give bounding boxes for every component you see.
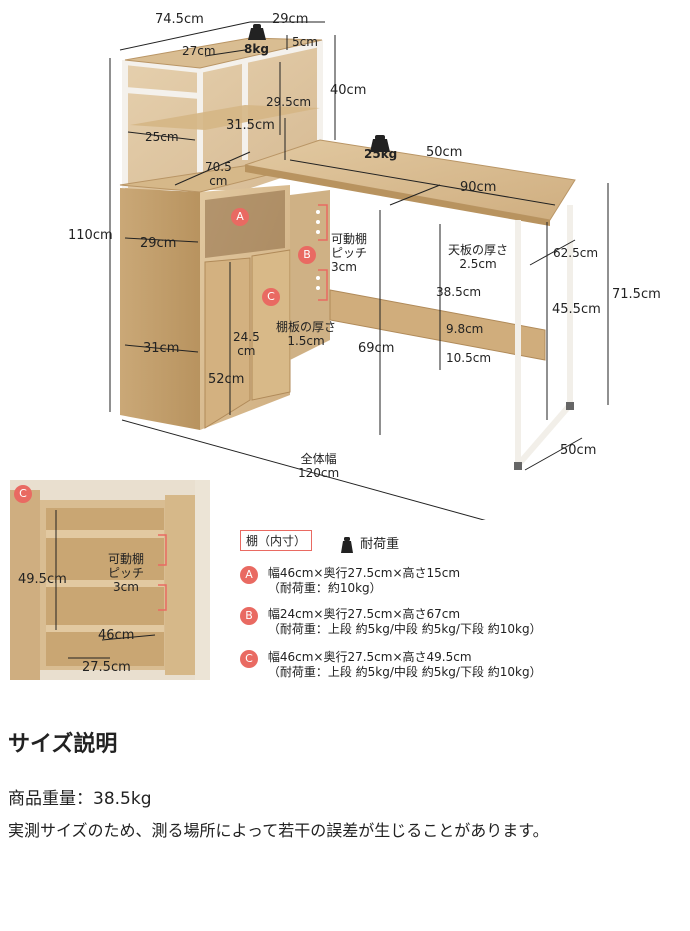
legend-marker-a: A: [240, 566, 258, 584]
weight-icon: [341, 536, 353, 553]
dim-upper-height2: 31.5cm: [226, 118, 275, 133]
dim-leg-gap: 62.5cm: [553, 246, 599, 260]
dim-upper-shelf-depth: 25cm: [145, 130, 179, 144]
dim-71-5: 71.5cm: [612, 287, 661, 302]
product-dimension-diagram: 74.5cm 29cm 5cm 8kg 40cm 27cm 29.5cm 25c…: [68, 12, 661, 520]
dim-top-gap: 5cm: [292, 35, 318, 49]
size-section-title: サイズ説明: [8, 732, 118, 757]
dim-top-depth: 29cm: [272, 12, 309, 27]
dim-upper-height: 40cm: [330, 83, 367, 98]
dim-inner-24-5: 24.5 cm: [233, 330, 260, 358]
dim-inner-depth-bottom: 70.5 cm: [205, 160, 232, 188]
photo-dim-height: 49.5cm: [18, 572, 67, 587]
photo-marker-c: C: [14, 485, 32, 503]
legend-a-line2: （耐荷重：約10kg）: [267, 581, 382, 595]
dim-total-width: 全体幅 120cm: [298, 452, 340, 480]
weight-top: 8kg: [244, 42, 269, 56]
dim-cab-width: 29cm: [140, 236, 177, 251]
product-weight-line: 商品重量：38.5kg: [8, 789, 152, 809]
dim-45-5: 45.5cm: [552, 302, 601, 317]
dim-cab-depth-31: 31cm: [143, 341, 180, 356]
marker-a: A: [231, 208, 249, 226]
photo-dim-width: 46cm: [98, 628, 135, 643]
dim-desk-width: 90cm: [460, 180, 497, 195]
legend-marker-b: B: [240, 607, 258, 625]
dim-shelf-thickness: 棚板の厚さ 1.5cm: [276, 320, 337, 348]
desk-drawing: [109, 21, 609, 520]
dim-upper-inner-height: 29.5cm: [266, 95, 312, 109]
legend-b-line2: （耐荷重：上段 約5kg/中段 約5kg/下段 約10kg）: [267, 622, 542, 636]
dim-total-height: 110cm: [68, 228, 113, 243]
marker-c: C: [262, 288, 280, 306]
dim-pitch: 可動棚 ピッチ 3cm: [331, 232, 368, 274]
shelf-inner-tag: 棚（内寸）: [240, 530, 313, 551]
interior-photo-drawing: [10, 480, 210, 680]
load-label-text: 耐荷重: [360, 537, 400, 552]
dim-10-5: 10.5cm: [446, 351, 492, 365]
load-label: 耐荷重: [338, 533, 399, 554]
legend-a-line1: 幅46cm×奥行27.5cm×高さ15cm: [267, 566, 461, 580]
legend-c-line1: 幅46cm×奥行27.5cm×高さ49.5cm: [267, 650, 472, 664]
legend-marker-c: C: [240, 650, 258, 668]
dim-top-width: 74.5cm: [155, 12, 204, 27]
dim-top-thickness: 天板の厚さ 2.5cm: [448, 243, 509, 271]
dim-upper-inner-width: 27cm: [182, 44, 216, 58]
legend-item-b: B 幅24cm×奥行27.5cm×高さ67cm （耐荷重：上段 約5kg/中段 …: [240, 607, 542, 637]
dim-9-8: 9.8cm: [446, 322, 484, 336]
dim-bottom-depth: 50cm: [560, 443, 597, 458]
interior-photo: C 49.5cm 可動棚 ピッチ 3cm 46cm 27.5cm: [10, 480, 210, 680]
legend-item-a: A 幅46cm×奥行27.5cm×高さ15cm （耐荷重：約10kg）: [240, 566, 460, 596]
photo-dim-pitch: 可動棚 ピッチ 3cm: [108, 552, 145, 594]
dim-desk-depth: 50cm: [426, 145, 463, 160]
dim-38-5: 38.5cm: [436, 285, 482, 299]
measurement-note: 実測サイズのため、測る場所によって若干の誤差が生じることがあります。: [8, 821, 549, 840]
dim-52: 52cm: [208, 372, 245, 387]
dim-69: 69cm: [358, 341, 395, 356]
legend-item-c: C 幅46cm×奥行27.5cm×高さ49.5cm （耐荷重：上段 約5kg/中…: [240, 650, 542, 680]
legend-c-line2: （耐荷重：上段 約5kg/中段 約5kg/下段 約10kg）: [267, 665, 542, 679]
photo-dim-depth: 27.5cm: [82, 660, 131, 675]
weight-desk: 25kg: [364, 147, 398, 161]
legend-b-line1: 幅24cm×奥行27.5cm×高さ67cm: [267, 607, 461, 621]
marker-b: B: [298, 246, 316, 264]
